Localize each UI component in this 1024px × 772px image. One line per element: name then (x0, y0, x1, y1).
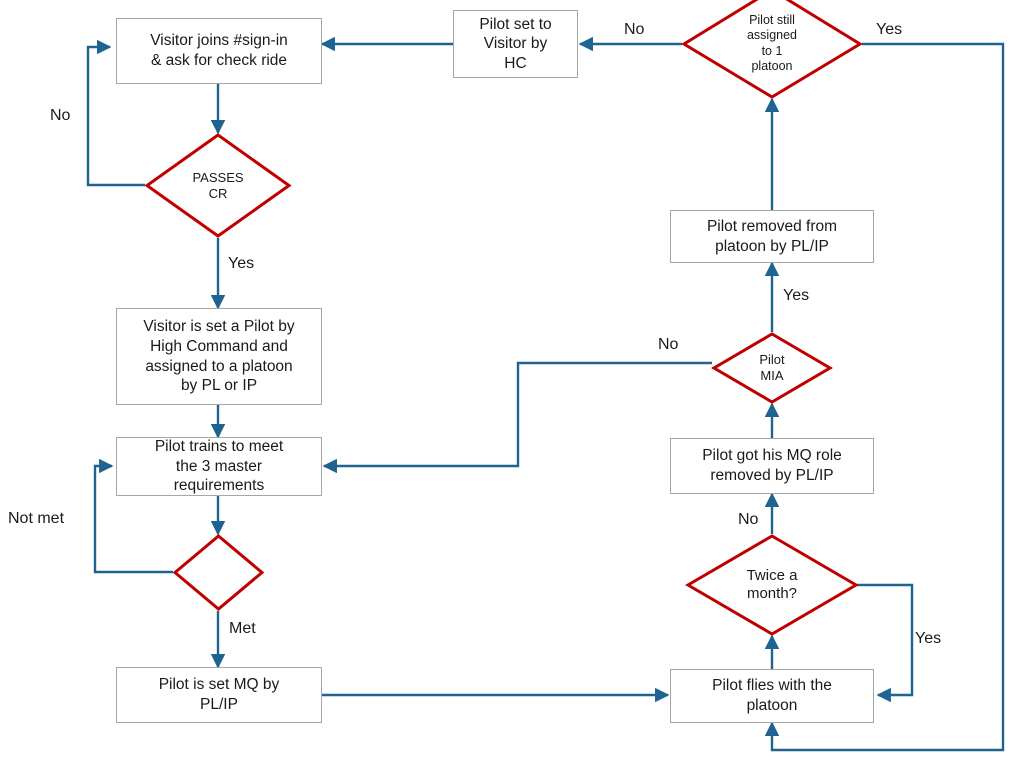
node-pilot-set-visitor[interactable]: Pilot set to Visitor by HC (453, 10, 578, 78)
edge-label-yes-twice-a-month: Yes (915, 630, 942, 647)
node-pilot-trains[interactable]: Pilot trains to meet the 3 master requir… (116, 437, 322, 496)
node-visitor-set-pilot[interactable]: Visitor is set a Pilot by High Command a… (116, 308, 322, 405)
node-pilot-removed[interactable]: Pilot removed from platoon by PL/IP (670, 210, 874, 263)
edge-label-no-pilot-mia: No (658, 336, 679, 353)
node-mq-role-removed[interactable]: Pilot got his MQ role removed by PL/IP (670, 438, 874, 494)
edge-label-no-twice-a-month: No (738, 511, 759, 528)
edge-label-met: Met (229, 620, 256, 637)
edge-label-not-met: Not met (8, 510, 65, 527)
edge-label-no-passes-cr: No (50, 107, 71, 124)
node-visitor-joins[interactable]: Visitor joins #sign-in & ask for check r… (116, 18, 322, 84)
edge-label-yes-pilot-mia: Yes (783, 287, 810, 304)
edge-label-yes-still-assigned: Yes (876, 21, 903, 38)
edge-stillassigned-yes-loop (764, 42, 1005, 752)
edge-mia-no-loop (322, 361, 712, 474)
node-pilot-still-assigned[interactable]: Pilot still assigned to 1 platoon (681, 0, 863, 99)
node-pilot-mia[interactable]: Pilot MIA (711, 332, 833, 404)
node-twice-a-month[interactable]: Twice a month? (685, 534, 859, 636)
edge-label-yes-passes-cr: Yes (228, 255, 255, 272)
node-passes-cr[interactable]: PASSES CR (144, 133, 292, 238)
node-pilot-set-mq[interactable]: Pilot is set MQ by PL/IP (116, 667, 322, 723)
edge-label-no-still-assigned: No (624, 21, 645, 38)
node-requirements-check[interactable] (172, 534, 265, 611)
edge-passescr-no-loop (86, 39, 145, 187)
node-pilot-flies[interactable]: Pilot flies with the platoon (670, 669, 874, 723)
edge-reqcheck-notmet-loop (93, 458, 173, 574)
edge-twice-yes-loop (838, 583, 914, 703)
